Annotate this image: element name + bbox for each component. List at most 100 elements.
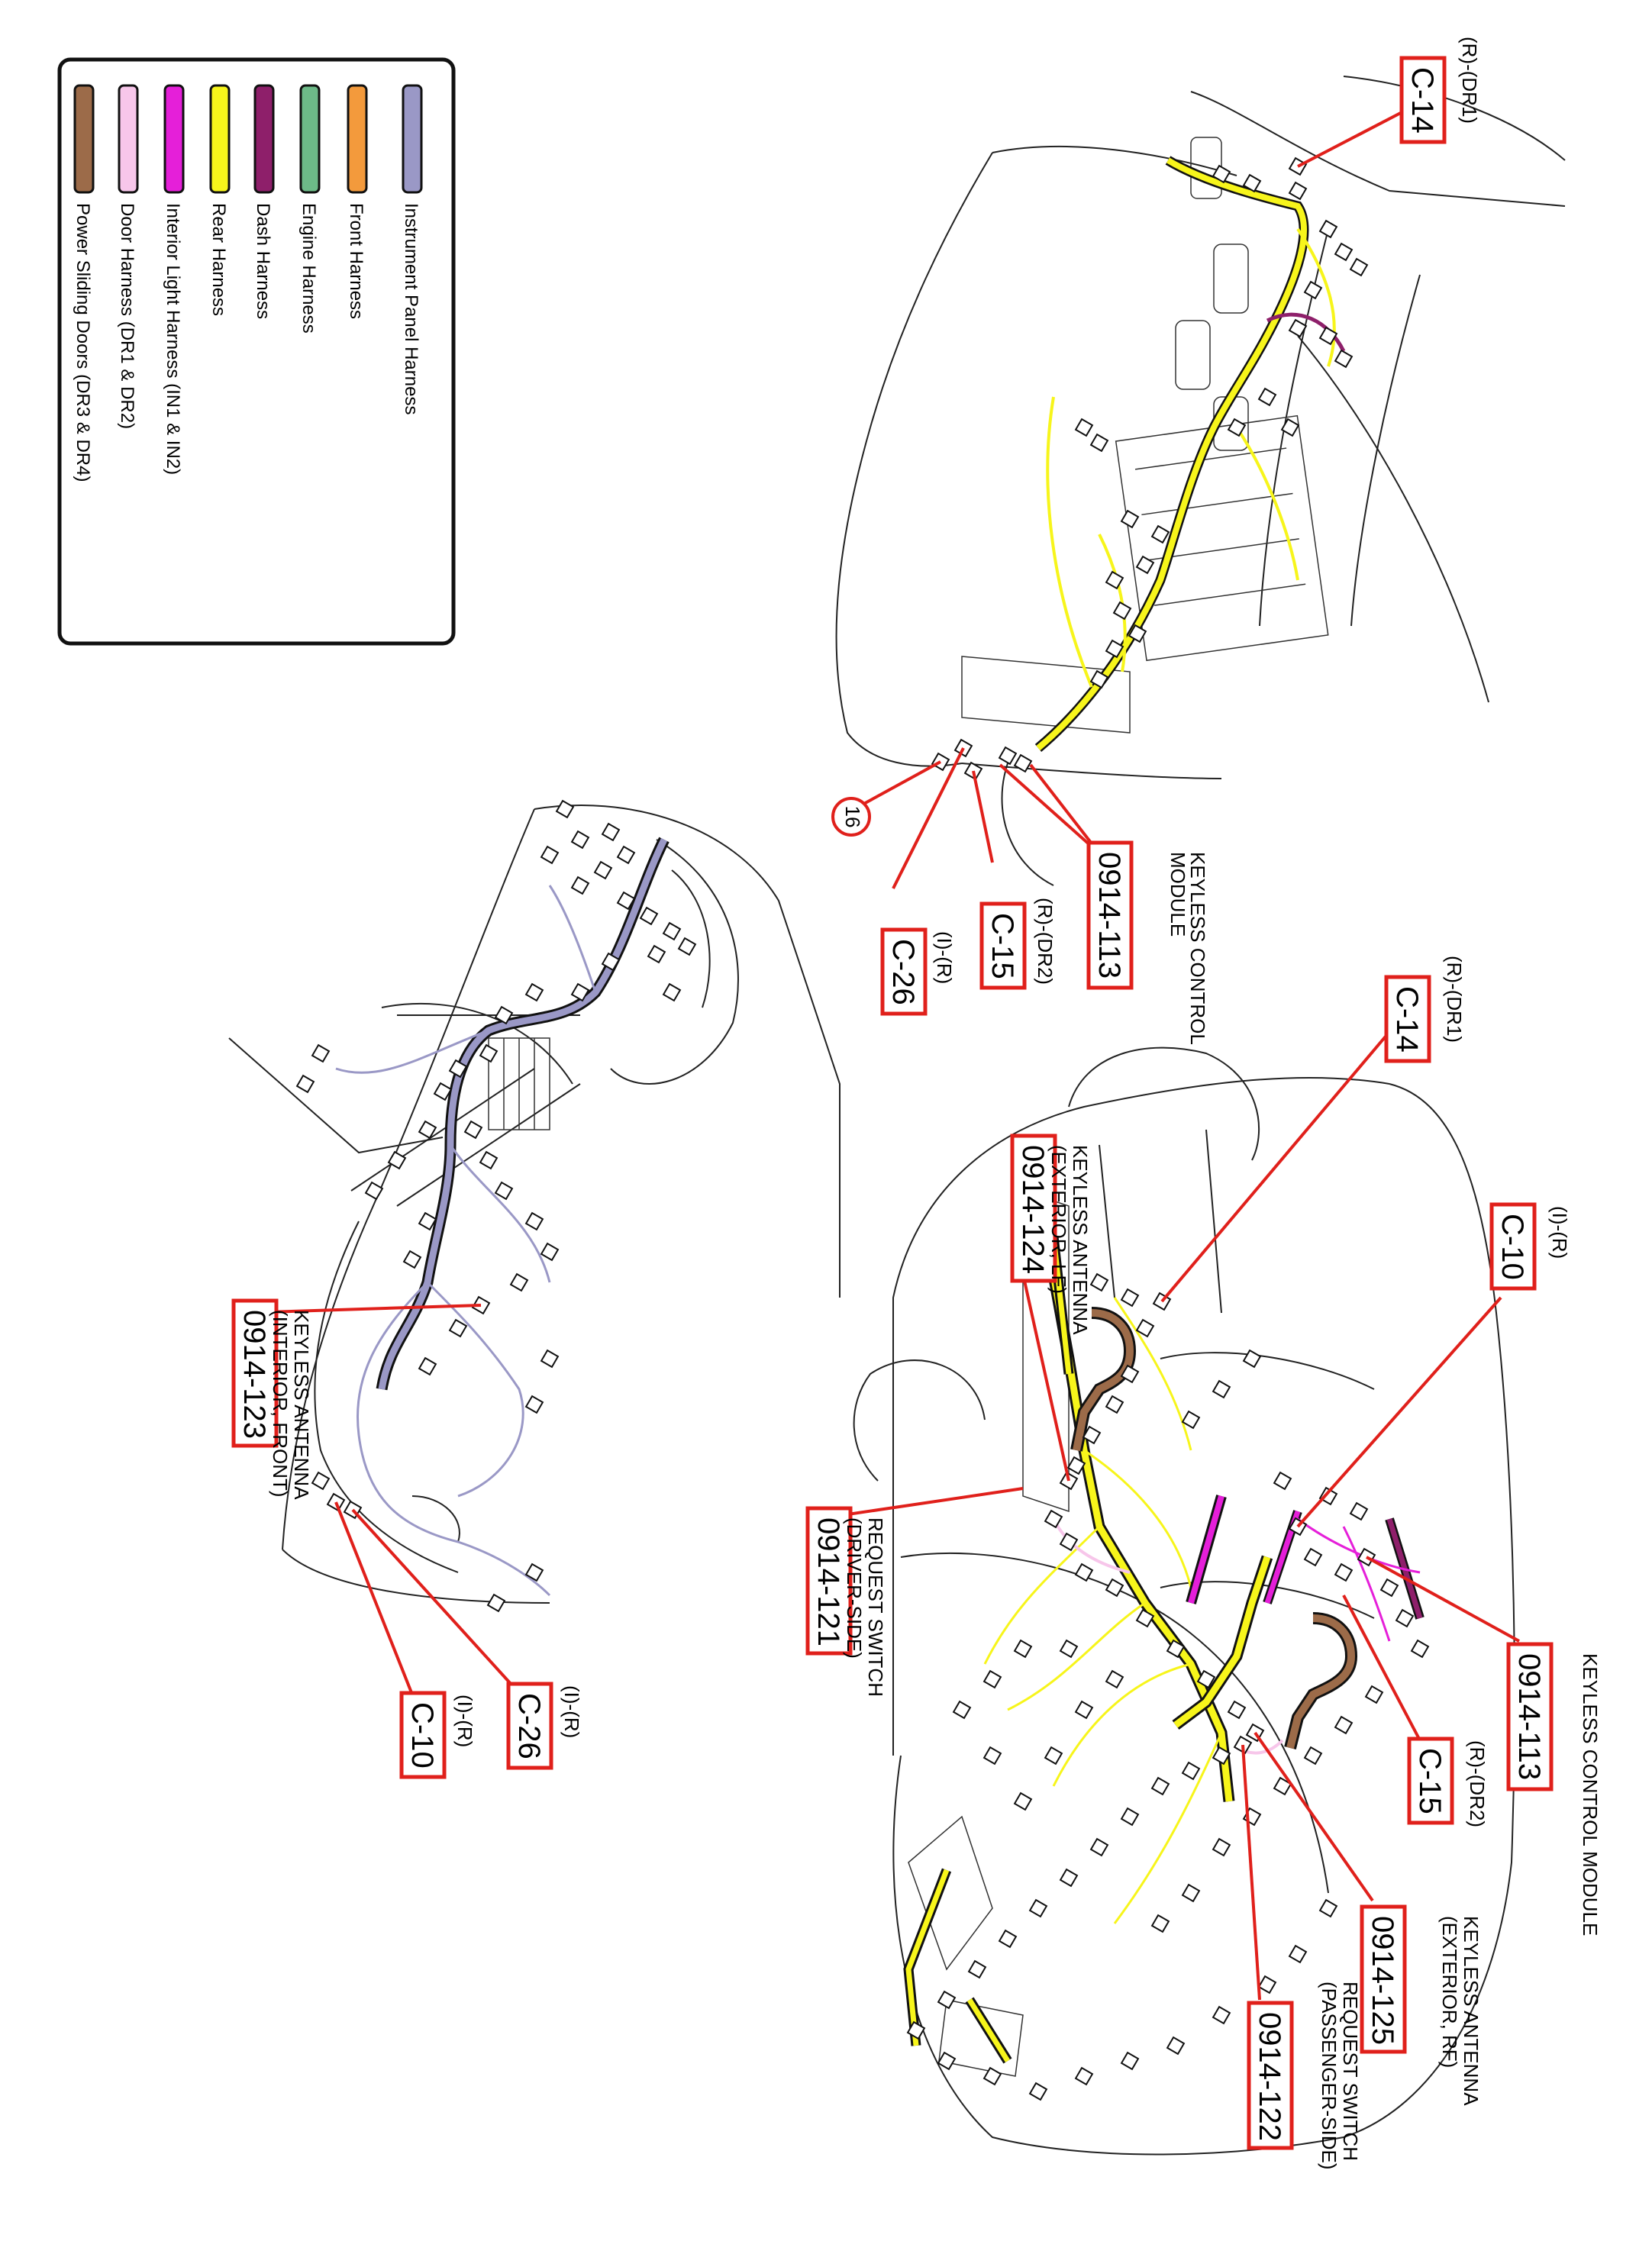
right-ant-rf-callout: 0914-125 KEYLESS ANTENNA (EXTERIOR, RF) — [1254, 1731, 1483, 2106]
top-module-code: 0914-113 — [1092, 852, 1126, 979]
wire-connector — [1181, 1410, 1201, 1430]
wire-connector — [1273, 1471, 1292, 1491]
wire-connector — [524, 1562, 544, 1582]
right-req-pass-callout: 0914-122 REQUEST SWITCH (PASSENGER-SIDE) — [1241, 1744, 1362, 2170]
right-ant-rf-desc2: (EXTERIOR, RF) — [1438, 1916, 1461, 2068]
wire-connector — [1227, 418, 1247, 437]
wire-connector — [1334, 242, 1354, 262]
wire-connector — [1334, 1715, 1354, 1735]
wire-connector — [647, 944, 666, 964]
wire-connector — [1089, 1272, 1109, 1292]
wire-connector — [1135, 1318, 1155, 1338]
legend-label: Instrument Panel Harness — [401, 203, 421, 414]
wire-connector — [1303, 280, 1323, 300]
top-c15-code: C-15 — [986, 913, 1019, 979]
right-c15-sub: (R)-(DR2) — [1466, 1740, 1489, 1827]
right-req-pass-desc2: (PASSENGER-SIDE) — [1318, 1982, 1341, 2170]
left-ant-int-desc2: (INTERIOR, FRONT) — [269, 1310, 292, 1498]
wire-connector — [295, 1074, 315, 1094]
right-c15-code: C-15 — [1413, 1748, 1447, 1814]
wire-connector — [1257, 1975, 1277, 1995]
top-module-desc1: KEYLESS CONTROL — [1186, 852, 1209, 1045]
top-dashboard-view — [835, 76, 1566, 886]
wire-connector — [1150, 1776, 1170, 1796]
wire-connector — [1273, 1776, 1292, 1796]
top-c26-code: C-26 — [886, 939, 920, 1005]
left-c26-code: C-26 — [512, 1693, 546, 1759]
wire-connector — [1150, 524, 1170, 544]
left-instrument-panel-view — [228, 799, 841, 1613]
wire-connector — [1089, 433, 1109, 453]
wire-connector — [418, 1211, 437, 1231]
wire-connector — [570, 876, 590, 895]
left-c26-sub: (I)-(R) — [560, 1685, 583, 1738]
right-vehicle-body-view — [853, 1046, 1515, 2156]
wire-connector — [1379, 1578, 1399, 1598]
wire-connector — [1181, 1761, 1201, 1781]
top-c26-callout: C-26 (I)-(R) — [880, 747, 965, 1016]
wire-connector — [662, 921, 682, 941]
wire-connector — [540, 1242, 560, 1262]
wire-connector — [1303, 1547, 1323, 1567]
wire-connector — [982, 1746, 1002, 1766]
right-req-pass-desc1: REQUEST SWITCH — [1339, 1982, 1362, 2161]
wire-connector — [418, 1356, 437, 1376]
right-req-pass-code: 0914-122 — [1253, 2012, 1286, 2141]
wire-connector — [1128, 624, 1147, 643]
legend-swatch — [299, 84, 321, 194]
wire-connector — [486, 1593, 506, 1613]
wire-connector — [616, 891, 636, 911]
legend-label: Power Sliding Doors (DR3 & DR4) — [73, 203, 93, 482]
wire-connector — [998, 746, 1018, 766]
wire-connector — [402, 1250, 422, 1269]
wire-connector — [1166, 2036, 1186, 2056]
wire-connector — [1364, 1685, 1384, 1704]
wire-connector — [1242, 1349, 1262, 1369]
left-c10-callout: C-10 (I)-(R) — [334, 1501, 476, 1779]
wire-connector — [1120, 1807, 1140, 1827]
legend-label: Front Harness — [346, 203, 366, 319]
top-c15-callout: C-15 (R)-(DR2) — [972, 770, 1057, 990]
wire-connector — [1318, 219, 1338, 239]
legend-label: Door Harness (DR1 & DR2) — [117, 203, 137, 429]
top-view-connectors — [931, 156, 1369, 781]
wire-connector — [601, 952, 621, 972]
left-view-connectors — [295, 799, 697, 1613]
wire-connector — [524, 1395, 544, 1414]
wire-connector — [1120, 1288, 1140, 1308]
component-callouts: C-14 (R)-(DR1) 0914-113 KEYLESS CONTROL … — [231, 37, 1602, 2170]
wire-connector — [448, 1059, 468, 1079]
wire-connector — [494, 1005, 514, 1025]
wire-connector — [418, 1120, 437, 1140]
wire-connector — [1112, 601, 1132, 621]
wire-connector — [1181, 1883, 1201, 1903]
wire-connector — [494, 1181, 514, 1201]
legend-label: Engine Harness — [298, 203, 319, 334]
wire-connector — [463, 1120, 483, 1140]
wire-connector — [1280, 418, 1300, 437]
wire-connector — [1212, 1837, 1231, 1857]
right-req-drv-callout: 0914-121 REQUEST SWITCH (DRIVER-SIDE) — [805, 1487, 1024, 1697]
wire-connector — [1318, 326, 1338, 346]
wire-connector — [1120, 1364, 1140, 1384]
left-ant-int-desc1: KEYLESS ANTENNA — [290, 1310, 313, 1500]
wire-connector — [1288, 181, 1308, 201]
wire-connector — [1082, 1425, 1102, 1445]
wire-connector — [448, 1318, 468, 1338]
wire-connector — [524, 982, 544, 1002]
wire-connector — [1120, 509, 1140, 529]
wire-connector — [570, 830, 590, 850]
wire-connector — [1105, 1578, 1124, 1598]
wire-connector — [1349, 1501, 1369, 1521]
wire-connector — [1212, 164, 1231, 184]
wire-connector — [1059, 1532, 1079, 1552]
wire-connector — [616, 845, 636, 865]
wire-connector — [937, 2051, 957, 2071]
wire-connector — [937, 1990, 957, 2010]
legend-swatch — [73, 84, 95, 194]
wire-connector — [1074, 2066, 1094, 2086]
wire-connector — [1013, 1639, 1033, 1659]
wire-connector — [509, 1272, 529, 1292]
wire-connector — [952, 1700, 972, 1720]
